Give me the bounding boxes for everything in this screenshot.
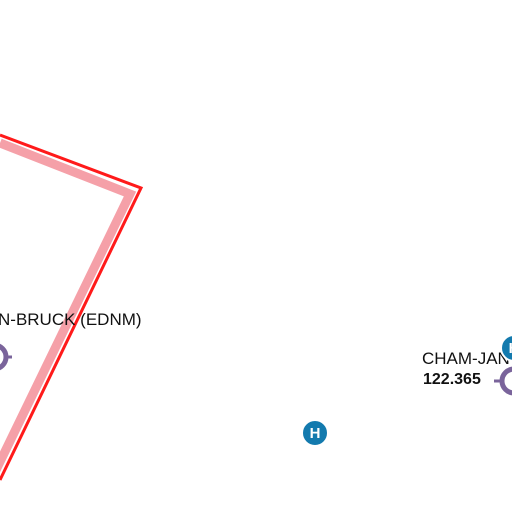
heliport-icon[interactable]: H [301, 419, 329, 447]
restricted-area-band [0, 138, 137, 472]
airfield-name-left: N-BRUCK (EDNM) [0, 310, 142, 329]
restricted-area [0, 133, 144, 481]
airfield-symbol-right[interactable] [494, 366, 512, 396]
airfield-symbol-left[interactable] [0, 343, 12, 371]
airfield-name-right: CHAM-JAN [422, 349, 510, 368]
restricted-area-outline [0, 133, 144, 481]
airfield-frequency-right: 122.365 [423, 371, 481, 388]
